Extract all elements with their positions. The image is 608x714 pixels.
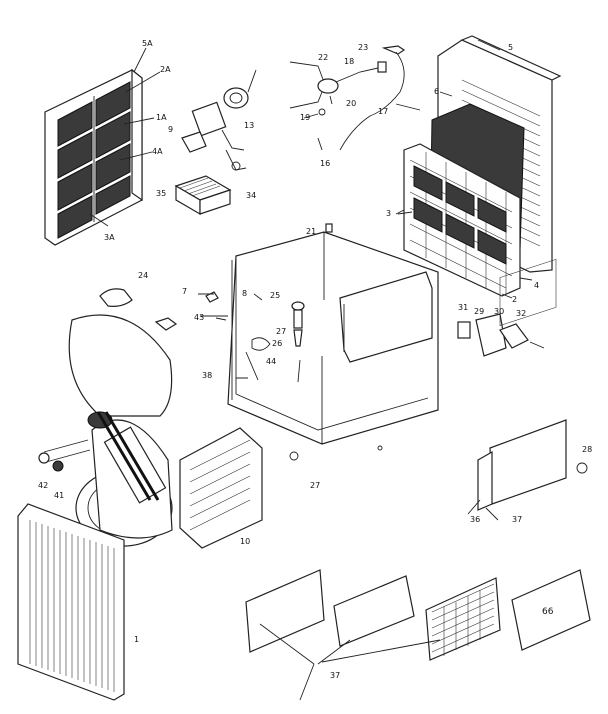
side-access-panel bbox=[477, 258, 588, 511]
label-32: 32 bbox=[516, 309, 526, 318]
label-4a: 4A bbox=[152, 147, 163, 156]
label-16: 16 bbox=[320, 159, 330, 168]
small-parts bbox=[99, 223, 545, 461]
leader-lines bbox=[89, 39, 533, 521]
label-28: 28 bbox=[582, 445, 592, 454]
label-42: 42 bbox=[38, 481, 48, 490]
label-29: 29 bbox=[474, 307, 484, 316]
label-27: 27 bbox=[276, 327, 286, 336]
label-7: 7 bbox=[182, 287, 187, 296]
part-labels: 5A 2A 1A 4A 3A 22 23 18 20 19 17 16 9 13… bbox=[38, 39, 592, 680]
label-31: 31 bbox=[458, 303, 468, 312]
float-valve-assembly bbox=[174, 69, 257, 216]
label-4: 4 bbox=[534, 281, 539, 290]
label-19: 19 bbox=[300, 113, 310, 122]
label-26: 26 bbox=[272, 339, 282, 348]
label-21: 21 bbox=[306, 227, 316, 236]
label-34: 34 bbox=[246, 191, 256, 200]
label-38: 38 bbox=[202, 371, 212, 380]
front-grille bbox=[17, 503, 125, 701]
label-27b: 27 bbox=[310, 481, 320, 490]
label-9: 9 bbox=[168, 125, 173, 134]
label-24: 24 bbox=[138, 271, 148, 280]
label-1a: 1A bbox=[156, 113, 167, 122]
label-66: 66 bbox=[542, 607, 554, 617]
label-37b: 37 bbox=[330, 671, 340, 680]
label-2a: 2A bbox=[160, 65, 171, 74]
label-36: 36 bbox=[470, 515, 480, 524]
label-25: 25 bbox=[270, 291, 280, 300]
label-22: 22 bbox=[318, 53, 328, 62]
accessory-panels bbox=[245, 569, 591, 701]
label-5: 5 bbox=[508, 43, 513, 52]
label-3a: 3A bbox=[104, 233, 115, 242]
label-20: 20 bbox=[346, 99, 356, 108]
label-35: 35 bbox=[156, 189, 166, 198]
label-6: 6 bbox=[434, 87, 439, 96]
label-23: 23 bbox=[358, 43, 368, 52]
label-18: 18 bbox=[344, 57, 354, 66]
label-2: 2 bbox=[512, 295, 517, 304]
left-media-frame bbox=[44, 68, 143, 246]
label-43: 43 bbox=[194, 313, 204, 322]
label-1: 1 bbox=[134, 635, 139, 644]
label-8: 8 bbox=[242, 289, 247, 298]
label-37: 37 bbox=[512, 515, 522, 524]
water-tubing bbox=[289, 45, 406, 151]
label-30: 30 bbox=[494, 307, 504, 316]
blower-assembly bbox=[38, 314, 263, 549]
right-grille-assembly bbox=[403, 35, 562, 297]
label-10: 10 bbox=[240, 537, 250, 546]
label-41: 41 bbox=[54, 491, 64, 500]
label-44: 44 bbox=[266, 357, 276, 366]
cabinet-body bbox=[227, 231, 439, 445]
label-17: 17 bbox=[378, 107, 388, 116]
label-5a: 5A bbox=[142, 39, 153, 48]
label-13: 13 bbox=[244, 121, 254, 130]
label-3: 3 bbox=[386, 209, 391, 218]
